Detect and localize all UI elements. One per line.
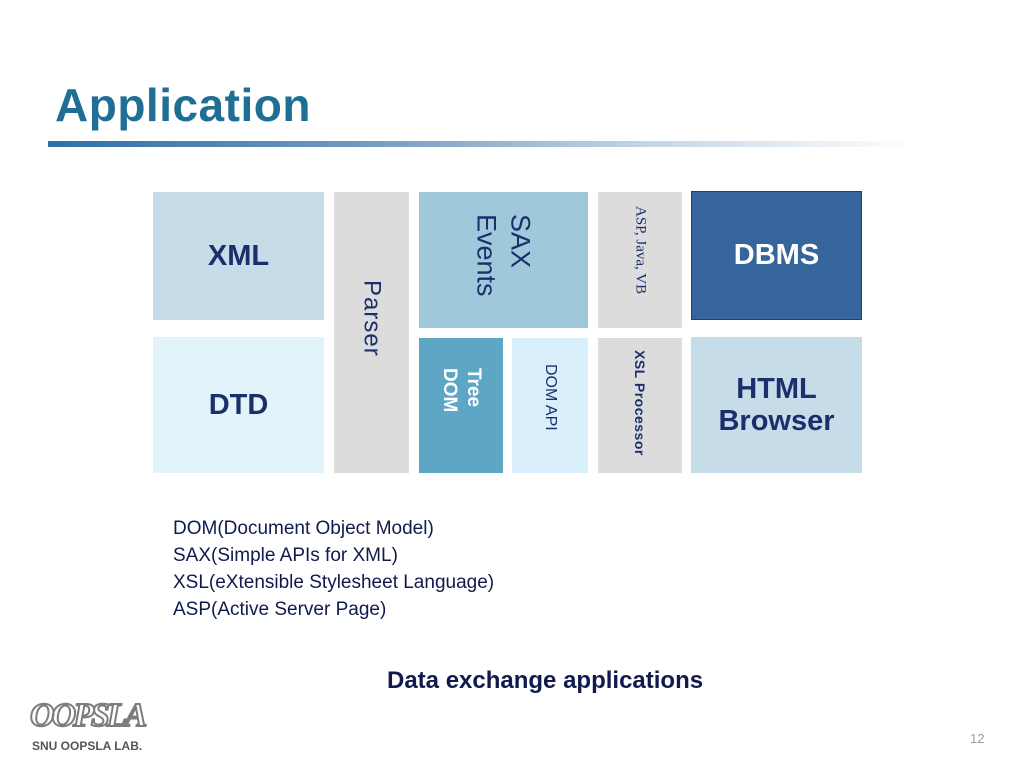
parser-block: Parser (334, 192, 409, 473)
definition-xsl: XSL(eXtensible Stylesheet Language) (173, 572, 495, 593)
definition-sax: SAX(Simple APIs for XML) (173, 545, 398, 566)
dom-label: DOM (439, 368, 460, 413)
page-number: 12 (970, 731, 985, 746)
dom-api-label: DOM API (542, 364, 559, 431)
xsl-processor-block: XSL Processor (598, 338, 682, 473)
definition-dom: DOM(Document Object Model) (173, 518, 434, 539)
events-label: Events (471, 214, 502, 297)
acronym-definitions: DOM(Document Object Model) SAX(Simple AP… (173, 515, 494, 623)
asp-java-vb-block: ASP, Java, VB (598, 192, 682, 328)
definition-asp: ASP(Active Server Page) (173, 599, 387, 620)
oopsla-logo: OOPSLA SNU OOPSLA LAB. (24, 695, 148, 761)
xsl-processor-label: XSL Processor (632, 350, 648, 456)
tree-label: Tree (463, 368, 484, 408)
sax-label: SAX (505, 214, 536, 269)
tree-dom-block: Tree DOM (419, 338, 503, 473)
diagram-caption: Data exchange applications (387, 667, 704, 694)
browser-label: Browser (718, 405, 835, 437)
tree-dom-label: Tree DOM (437, 368, 485, 412)
logo-mark: OOPSLA (29, 696, 148, 735)
html-browser-block: HTML Browser (691, 337, 862, 473)
title-underline (48, 141, 918, 147)
xml-label: XML (207, 239, 270, 272)
page-title: Application (55, 79, 311, 131)
dbms-label: DBMS (733, 239, 820, 271)
html-label: HTML (736, 373, 817, 405)
sax-events-label: SAX Events (470, 214, 538, 297)
dbms-block: DBMS (691, 191, 862, 320)
dom-api-block: DOM API (512, 338, 588, 473)
logo-lab-text: SNU OOPSLA LAB. (32, 739, 143, 753)
asp-java-vb-label: ASP, Java, VB (632, 206, 649, 295)
xml-block: XML (153, 192, 324, 320)
dtd-block: DTD (153, 337, 324, 473)
parser-label: Parser (358, 280, 386, 357)
dtd-label: DTD (208, 388, 269, 421)
sax-events-block: SAX Events (419, 192, 588, 328)
